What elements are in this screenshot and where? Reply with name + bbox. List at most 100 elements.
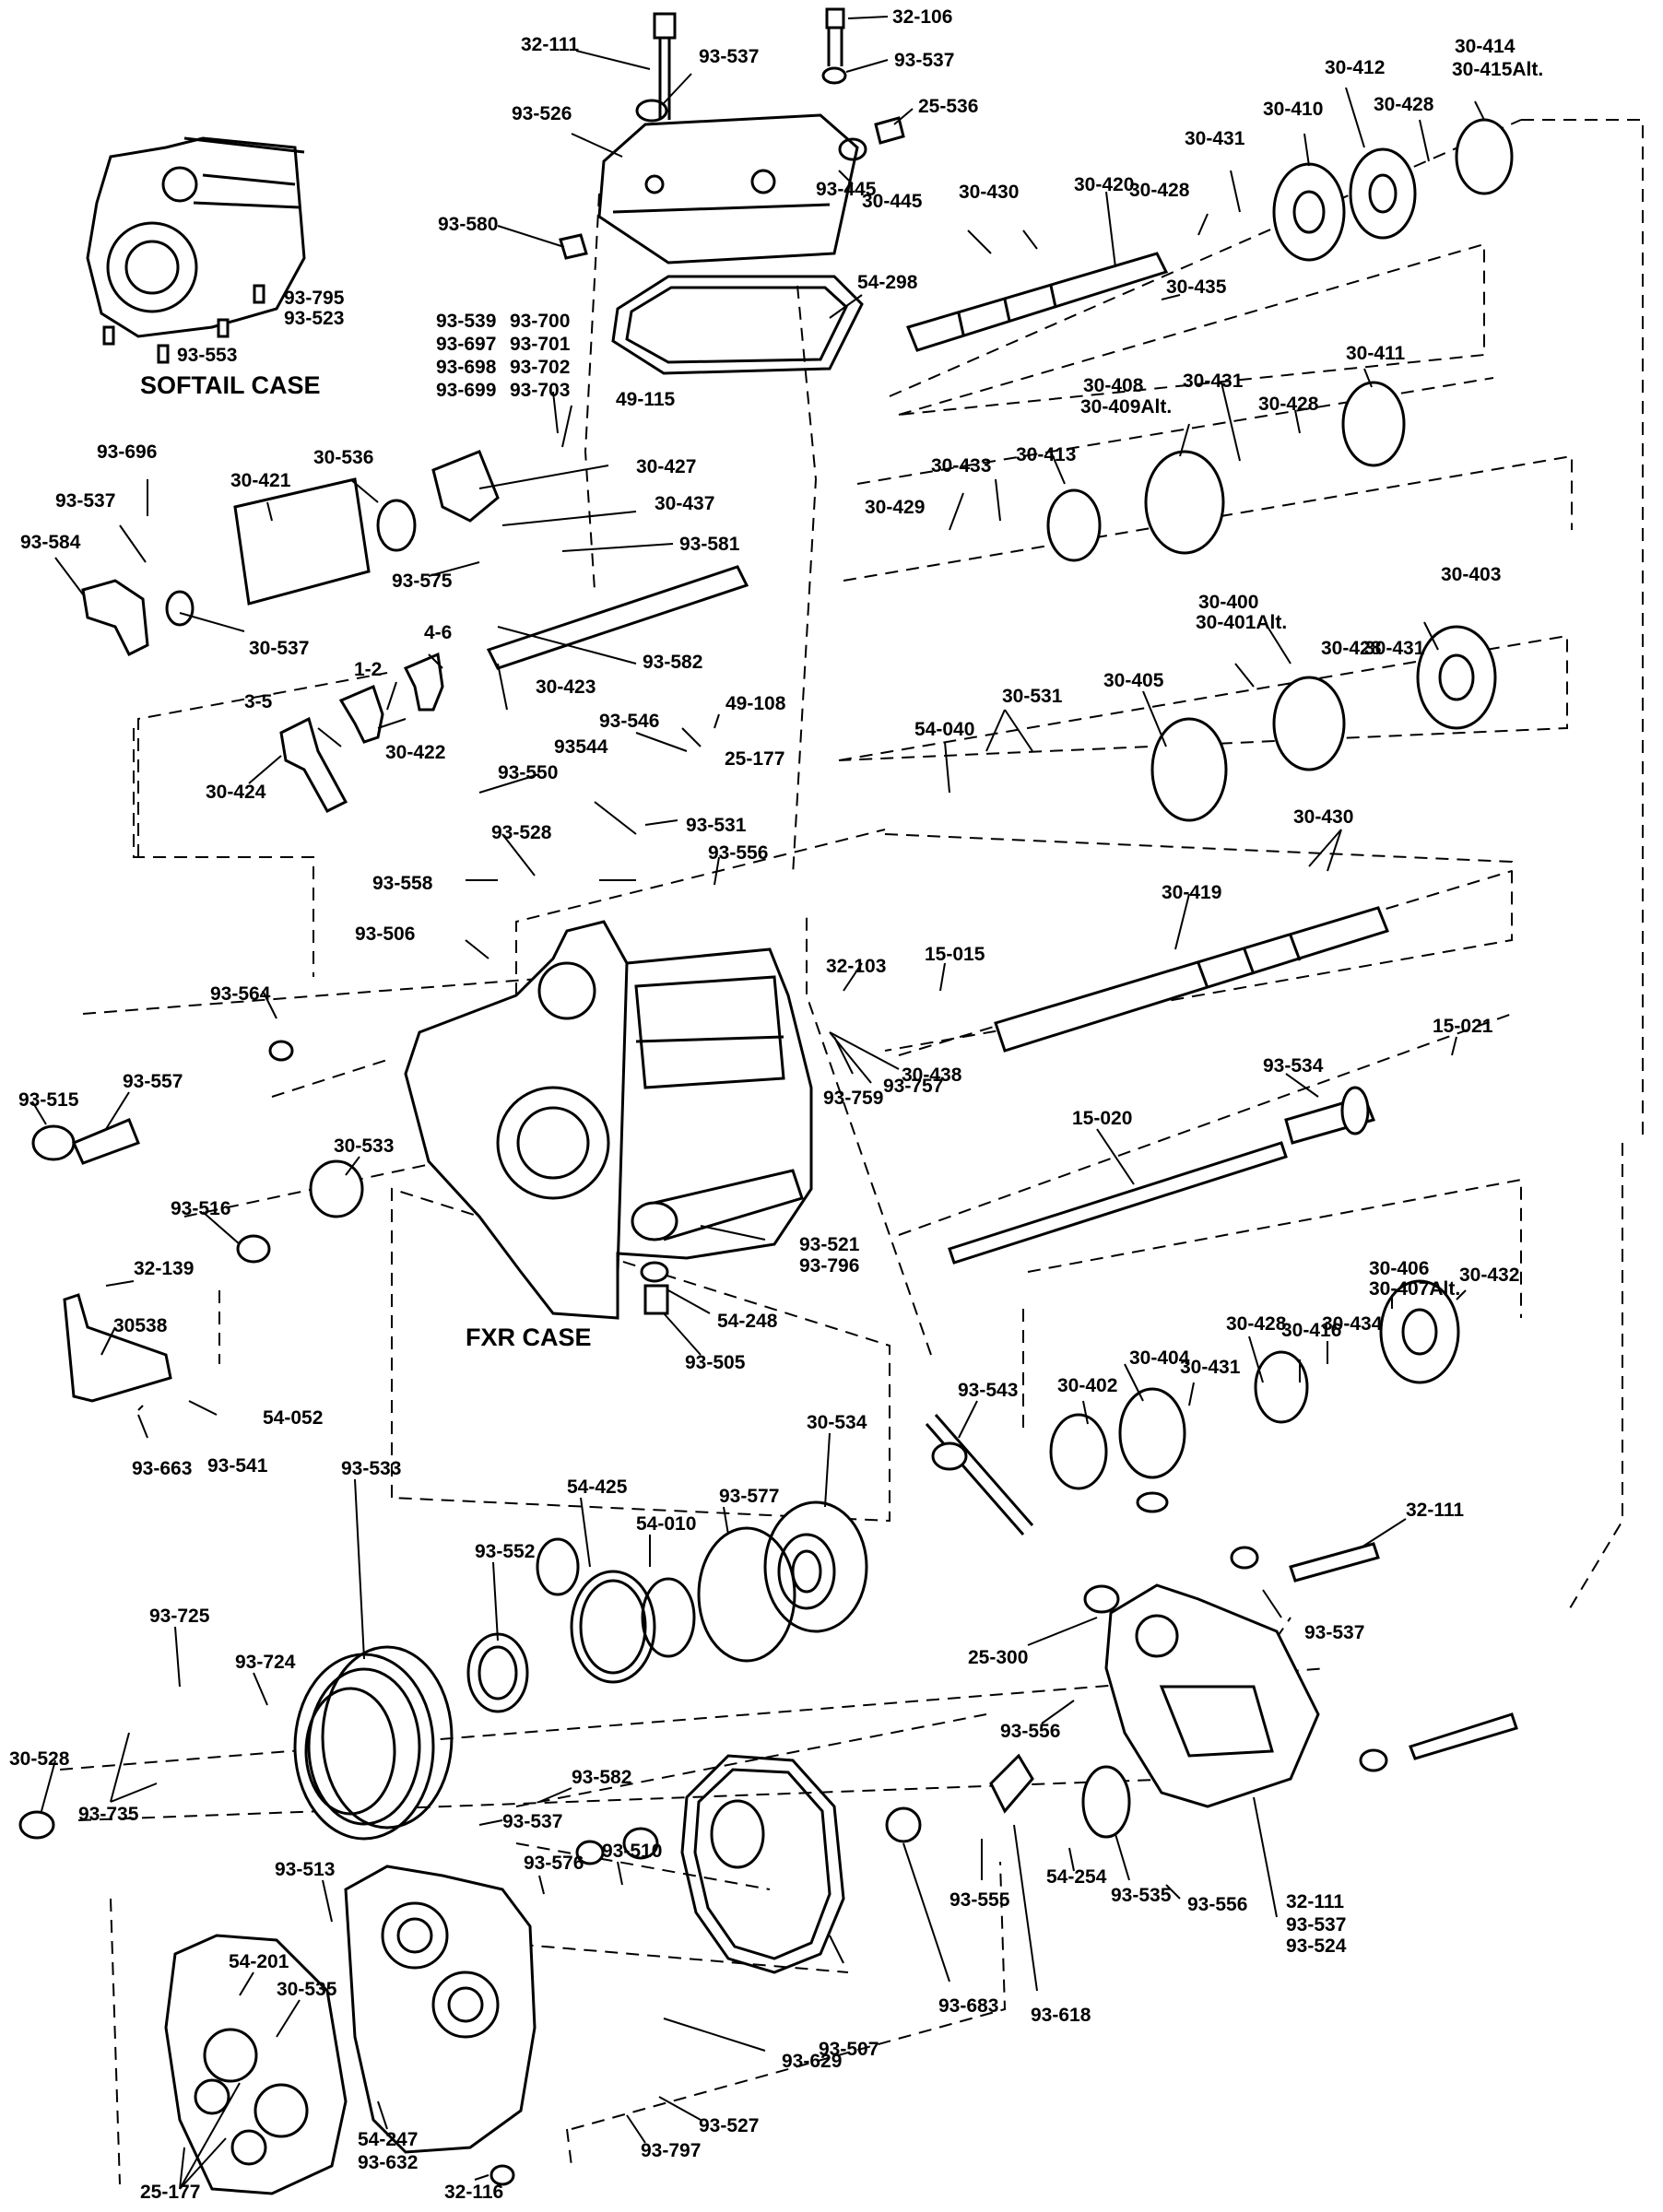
part-number-label: 30-431 [1180,1357,1241,1378]
part-number-label: 93-618 [1031,2005,1091,2026]
part-number-label: 30-431 [1364,638,1425,659]
part-number-label: 30-537 [249,638,309,659]
part-number-label: 30-423 [536,677,596,698]
part-number-label: 93-539 [436,311,496,332]
part-number-label: 30-435 [1166,276,1227,298]
part-number-label: 15-021 [1433,1016,1493,1037]
part-number-label: 93-698 [436,357,497,378]
part-number-label: 32-111 [521,34,579,55]
part-number-label: 54-010 [636,1513,696,1535]
part-number-label: 93-546 [599,711,659,732]
part-number-label: 93-564 [210,983,271,1005]
part-number-label: 93-725 [149,1606,210,1627]
part-number-label: 93-507 [819,2039,879,2060]
part-number-label: 93-703 [510,380,570,401]
part-number-label: 49-108 [725,693,786,714]
fxr-case-caption: FXR CASE [466,1324,592,1351]
part-number-label: 93-524 [1286,1936,1347,1957]
part-number-labels: 32-11193-53732-10693-53725-53693-52693-4… [9,6,1543,2203]
part-number-label: 30-534 [807,1412,867,1433]
part-number-label: 30-430 [959,182,1019,203]
part-number-label: 93-510 [602,1841,662,1862]
gears-part [1046,118,1514,1490]
part-number-label: 32-111 [1286,1891,1344,1912]
part-number-label: 93-700 [510,311,570,332]
part-number-label: 93-699 [436,380,496,401]
part-number-label: 15-015 [925,944,985,965]
part-number-label: 54-247 [358,2129,418,2150]
part-number-label: 30-410 [1263,99,1323,120]
part-number-label: 93-555 [949,1889,1010,1911]
part-number-label: 93-582 [572,1767,631,1788]
part-number-label: 93544 [554,736,608,758]
top-bolts-part [559,7,905,260]
part-number-label: 93-556 [1000,1721,1060,1742]
part-number-label: 93-557 [123,1071,183,1092]
part-number-label: 54-248 [717,1311,778,1332]
part-number-label: 30-429 [865,497,925,518]
part-number-label: 93-537 [894,50,954,71]
part-number-label: 30-431 [1183,371,1244,392]
part-number-label: 93-527 [699,2115,759,2136]
part-number-label: 30-412 [1325,57,1385,78]
part-number-label: 93-683 [938,1995,998,2017]
part-number-label: 54-201 [229,1951,289,1972]
part-number-label: 93-537 [502,1811,562,1832]
door-gasket-part [164,1934,348,2195]
part-number-label: 49-115 [616,389,676,410]
part-number-label: 93-632 [358,2152,418,2173]
part-number-label: 30-403 [1441,564,1501,585]
part-number-label: 93-697 [436,334,496,355]
countershaft-part [994,906,1389,1053]
parts [18,7,1518,2195]
part-number-label: 25-536 [918,96,978,117]
part-number-label: 54-052 [263,1407,323,1429]
cover-gasket-part [680,1754,845,1974]
part-number-label: 93-531 [686,815,747,836]
part-number-label: 30-404 [1129,1347,1190,1369]
shifter-arm-part [63,450,500,1403]
part-number-label: 93-556 [1187,1894,1247,1915]
part-number-label: 30-414 [1455,36,1516,57]
part-number-label: 25-177 [725,748,784,770]
part-number-label: 93-724 [235,1652,296,1673]
part-number-label: 15-020 [1072,1108,1132,1129]
part-number-label: 25-177 [140,2182,200,2203]
part-number-label: 30-528 [9,1748,70,1770]
part-number-label: 93-543 [958,1380,1018,1401]
part-number-label: 93-584 [20,532,81,553]
part-number-label: 93-759 [823,1088,883,1109]
part-number-label: 30-419 [1162,882,1221,903]
part-number-label: 93-702 [510,357,570,378]
part-number-label: 32-111 [1406,1500,1464,1521]
softail-case-caption: SOFTAIL CASE [140,371,321,399]
shift-forks-part [279,652,444,813]
part-number-label: 93-556 [708,842,768,864]
part-number-label: 30-531 [1002,686,1063,707]
part-number-label: 93-735 [78,1804,139,1825]
part-number-label: 93-515 [18,1089,79,1111]
part-number-label: 54-425 [567,1477,628,1498]
part-number-label: 93-663 [132,1458,192,1479]
part-number-label: 93-552 [475,1541,535,1562]
part-number-label: 93-523 [284,308,344,329]
part-number-label: 30-424 [206,782,266,803]
part-number-label: 3-5 [244,691,273,712]
part-number-label: 93-550 [498,762,558,783]
part-number-label: 32-103 [826,956,886,977]
part-number-label: 30-400 [1198,592,1258,613]
part-number-label: 30-428 [1226,1313,1287,1335]
part-number-label: 93-513 [275,1859,335,1880]
part-number-label: 32-106 [892,6,952,28]
part-number-label: 93-757 [883,1076,943,1097]
part-number-label: 93-581 [679,534,740,555]
part-number-label: 30538 [113,1315,168,1336]
part-number-label: 93-537 [55,490,115,512]
part-number-label: 93-797 [641,2140,701,2161]
part-number-label: 54-254 [1046,1866,1107,1888]
part-number-label: 30-445 [862,191,923,212]
part-number-label: 93-537 [699,46,759,67]
part-number-label: 30-411 [1346,343,1406,364]
part-number-label: 30-413 [1016,444,1076,465]
